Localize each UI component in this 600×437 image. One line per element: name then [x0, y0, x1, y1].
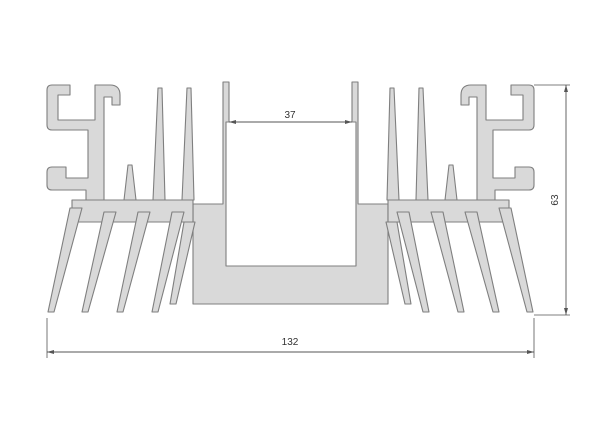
- left-fin-lower-2: [81, 211, 117, 313]
- channel-width-label: 37: [284, 110, 296, 121]
- left-fin-lower-3: [116, 211, 151, 313]
- right-fin-lower-1: [498, 207, 534, 313]
- total-width-label: 132: [282, 337, 299, 348]
- right-fin-lower-5: [385, 221, 412, 305]
- left-fin-upper-2: [152, 87, 166, 201]
- left-fin-lower-4: [151, 211, 185, 313]
- left-mounting-clip: [46, 84, 121, 201]
- left-fin-lower-1: [47, 207, 83, 313]
- right-fin-lower-3: [430, 211, 465, 313]
- right-fin-upper-2: [415, 87, 429, 201]
- left-fin-lower-5: [169, 221, 196, 305]
- height-label: 63: [550, 194, 561, 206]
- channel-width-dimension: 37: [229, 110, 352, 124]
- height-dimension: 63: [534, 84, 570, 316]
- right-mounting-clip: [460, 84, 535, 201]
- left-fin-upper-1: [123, 164, 137, 201]
- right-fin-lower-2: [464, 211, 500, 313]
- total-width-dimension: 132: [46, 318, 535, 358]
- left-fin-upper-3: [181, 87, 195, 201]
- right-fin-lower-4: [396, 211, 430, 313]
- right-fin-upper-1: [444, 164, 458, 201]
- heatsink-base-channel: [192, 81, 389, 305]
- right-fin-upper-3: [386, 87, 400, 201]
